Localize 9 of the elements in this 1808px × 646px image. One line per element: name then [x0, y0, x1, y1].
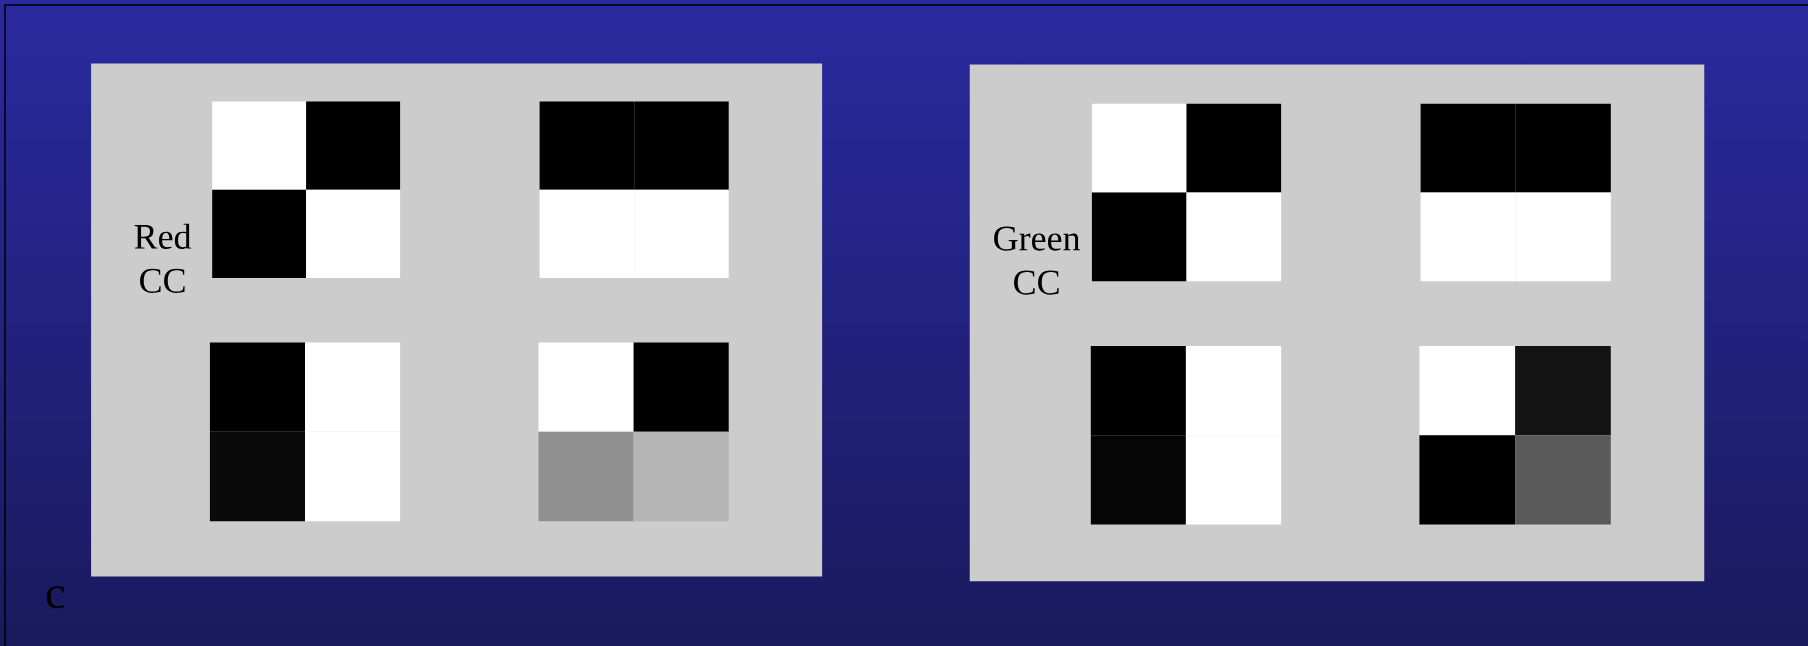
pixel-grid — [209, 342, 401, 522]
pixel-grid — [539, 101, 729, 278]
pixel-grid — [1090, 345, 1282, 525]
panel-letter: c — [46, 586, 65, 609]
pixel-grid — [1420, 103, 1611, 282]
pixel-grid — [1091, 103, 1282, 282]
pixel-grid — [212, 101, 401, 278]
pixel-grid — [538, 342, 729, 522]
pixel-grid — [1419, 345, 1611, 525]
